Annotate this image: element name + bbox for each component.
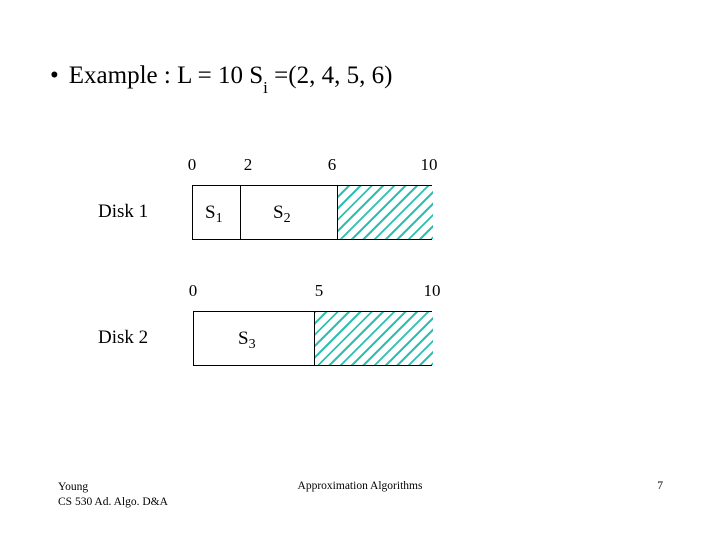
disk2-segment-s3: S3 [194, 312, 314, 365]
footer-author-line2: CS 530 Ad. Algo. D&A [58, 496, 168, 508]
disk1-tick-2: 6 [327, 155, 337, 174]
disk1-label: Disk 1 [98, 201, 149, 222]
page-title: Example : L = 10 Si =(2, 4, 5, 6) [68, 62, 393, 97]
bullet-icon: • [50, 62, 59, 89]
footer-title: Approximation Algorithms [297, 480, 423, 492]
slide-footer: Young CS 530 Ad. Algo. D&A Approximation… [0, 480, 720, 540]
disk1-segment-s1-label: S1 [205, 201, 223, 226]
disk1-bar: S1 S2 [192, 185, 433, 240]
disk1-segment-s1: S1 [193, 186, 241, 239]
title-suffix: =(2, 4, 5, 6) [267, 62, 393, 89]
disk1-segment-s2-label: S2 [273, 201, 291, 226]
title-prefix: Example : L = 10 S [68, 62, 264, 89]
disk2-label: Disk 2 [98, 327, 149, 348]
disk2-tick-1: 5 [314, 281, 324, 300]
disk1-free-space [337, 186, 433, 239]
disk1-tick-0: 0 [187, 155, 197, 174]
slide-title-bullet: • Example : L = 10 Si =(2, 4, 5, 6) [50, 62, 393, 97]
disk2-bar: S3 [193, 311, 433, 366]
footer-author-line1: Young [58, 481, 89, 493]
footer-page-number: 7 [657, 480, 663, 492]
disk1-tick-3: 10 [420, 155, 438, 174]
disk2-tick-2: 10 [423, 281, 441, 300]
disk2-tick-0: 0 [188, 281, 198, 300]
disk2-segment-s3-label: S3 [238, 327, 256, 352]
disk2-free-space [314, 312, 433, 365]
title-subscript: i [263, 78, 268, 97]
footer-author: Young CS 530 Ad. Algo. D&A [58, 480, 168, 510]
disk1-segment-s2: S2 [241, 186, 337, 239]
disk1-tick-1: 2 [243, 155, 253, 174]
